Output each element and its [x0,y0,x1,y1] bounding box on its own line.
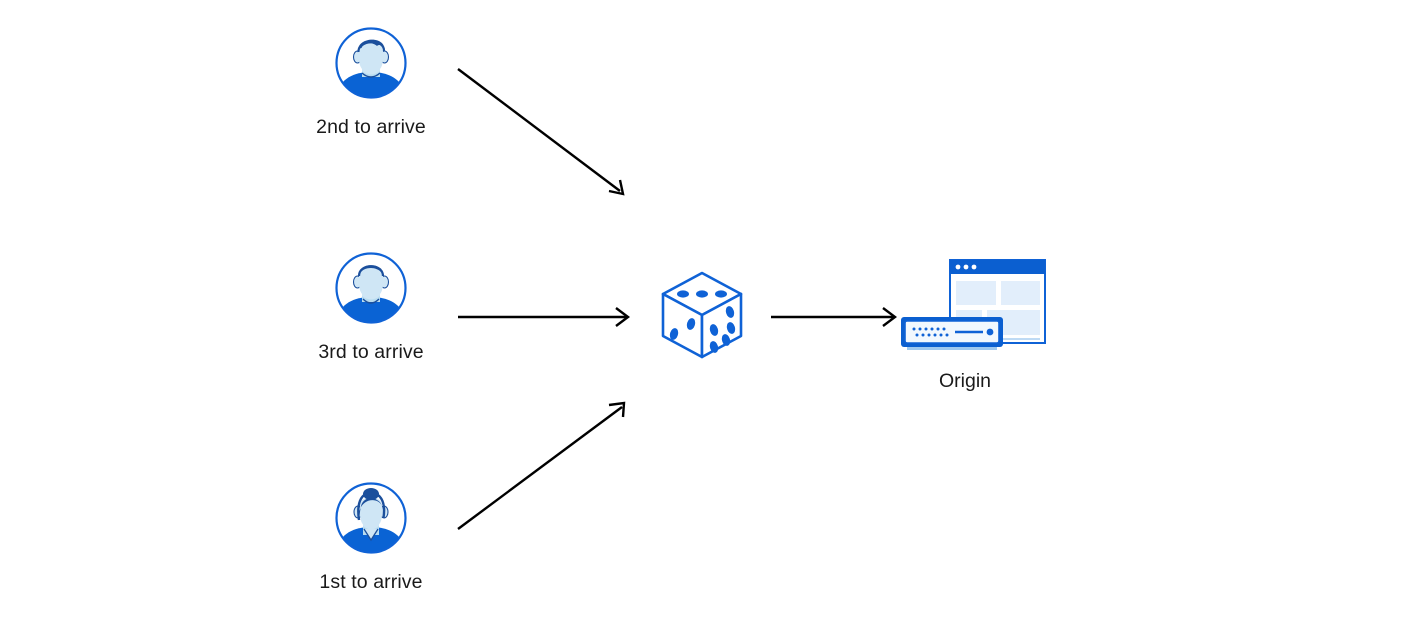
user-avatar-icon [333,25,409,101]
edge-2nd-to-dice [457,68,625,196]
node-randomizer[interactable] [657,268,747,359]
edge-1st-to-dice [457,401,626,530]
server-device-shape [901,317,1003,350]
node-label-user-2nd: 2nd to arrive [316,116,426,138]
user-avatar-icon [333,250,409,326]
node-user-1st[interactable]: 1st to arrive [291,480,451,594]
user-avatar-icon [333,480,409,556]
node-label-user-3rd: 3rd to arrive [318,341,424,363]
origin-server-icon [895,255,1046,355]
node-label-user-1st: 1st to arrive [319,571,423,593]
edge-dice-to-origin [771,307,897,327]
dice-cube-icon [661,271,743,359]
node-label-origin: Origin [938,370,992,392]
node-user-3rd[interactable]: 3rd to arrive [291,250,451,364]
node-user-2nd[interactable]: 2nd to arrive [291,25,451,139]
node-origin[interactable]: Origin [875,255,1055,393]
edge-3rd-to-dice [458,307,630,327]
